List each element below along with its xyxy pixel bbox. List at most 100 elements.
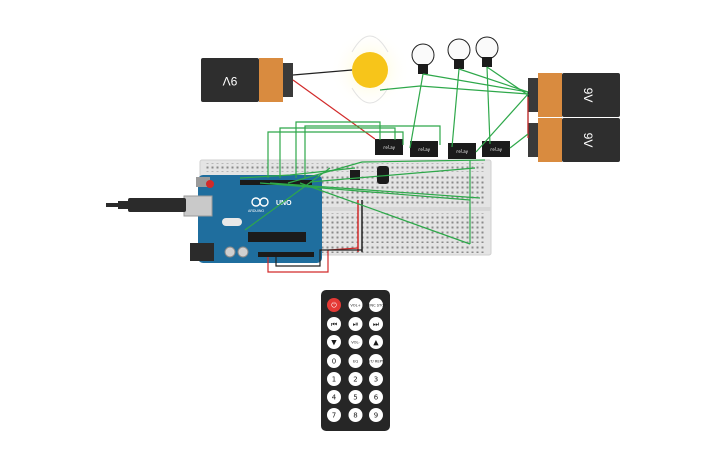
remote-button-up-label: ▲ <box>373 339 379 347</box>
remote-button-rewind-label: ⏮ <box>331 321 337 329</box>
remote-button-vol-down-shape[interactable] <box>348 335 363 349</box>
remote-button-down-label: ▼ <box>331 339 337 347</box>
remote-button-fast-forward-shape[interactable] <box>369 317 383 331</box>
relay-3-label: relay <box>456 149 469 154</box>
remote-buttons: ⏻ VOL+ FUNC STOP ⏮ ⏯ ⏭ ▼ VOL- ▲ 0 EQ ST/ REPT 1 2 3 4 5 6… <box>327 298 387 422</box>
remote-button-6[interactable]: 6 <box>369 390 383 404</box>
relay-1-label: relay <box>383 145 396 150</box>
battery-left[interactable]: 9V <box>201 58 293 102</box>
power-jack <box>190 243 214 261</box>
crystal-oscillator <box>222 218 242 226</box>
remote-button-4-label: 4 <box>332 394 337 402</box>
remote-button-func-stop-shape[interactable] <box>369 298 383 312</box>
remote-button-eq-label: EQ <box>353 360 358 364</box>
relay-2[interactable]: relay <box>410 141 438 157</box>
remote-button-fast-forward[interactable]: ⏭ <box>369 317 383 331</box>
remote-button-0-shape[interactable] <box>327 354 341 368</box>
remote-button-func-stop[interactable]: FUNC STOP <box>366 298 387 312</box>
battery-left-label: 9V <box>223 74 238 88</box>
remote-button-1-label: 1 <box>332 376 336 384</box>
remote-button-power-label: ⏻ <box>331 302 337 310</box>
relay-4-label: relay <box>490 147 503 152</box>
remote-button-4-shape[interactable] <box>327 390 341 404</box>
remote-button-7-shape[interactable] <box>327 408 341 422</box>
remote-button-rewind-shape[interactable] <box>327 317 341 331</box>
relay-1[interactable]: relay <box>375 139 403 155</box>
reset-button-housing <box>196 177 210 187</box>
remote-button-5-shape[interactable] <box>348 390 363 404</box>
battery-right-bottom[interactable]: 9V <box>528 118 620 162</box>
remote-button-2[interactable]: 2 <box>348 372 363 386</box>
remote-button-0[interactable]: 0 <box>327 354 341 368</box>
remote-button-0-label: 0 <box>332 358 336 366</box>
arduino-logo <box>251 197 269 207</box>
relay-2-label: relay <box>418 147 431 152</box>
relay-4[interactable]: relay <box>482 141 510 157</box>
remote-button-vol-down-label: VOL- <box>351 341 360 345</box>
remote-button-eq[interactable]: EQ <box>348 354 363 368</box>
remote-button-3-label: 3 <box>374 376 378 384</box>
remote-button-vol-up[interactable]: VOL+ <box>348 298 363 312</box>
remote-button-8-label: 8 <box>353 412 357 420</box>
remote-button-eq-shape[interactable] <box>348 354 363 368</box>
battery-right-bottom-label: 9V <box>581 133 595 148</box>
remote-button-9-label: 9 <box>374 412 378 420</box>
remote-button-vol-up-label: VOL+ <box>350 304 360 308</box>
relay-3[interactable]: relay <box>448 143 476 159</box>
reset-button[interactable] <box>206 180 214 188</box>
remote-button-play-pause-shape[interactable] <box>348 317 363 331</box>
remote-button-rewind[interactable]: ⏮ <box>327 317 341 331</box>
remote-button-2-shape[interactable] <box>348 372 363 386</box>
remote-button-1-shape[interactable] <box>327 372 341 386</box>
battery-right-top[interactable]: 9V <box>528 73 620 117</box>
remote-button-8-shape[interactable] <box>348 408 363 422</box>
remote-button-7-label: 7 <box>332 412 336 420</box>
remote-button-8[interactable]: 8 <box>348 408 363 422</box>
remote-button-5[interactable]: 5 <box>348 390 363 404</box>
remote-button-st-rept-shape[interactable] <box>369 354 383 368</box>
remote-button-power-shape[interactable] <box>327 298 341 312</box>
remote-button-func-stop-label: FUNC STOP <box>366 304 387 308</box>
digital-header <box>240 180 312 185</box>
power-analog-header <box>258 252 314 257</box>
atmega-chip <box>248 232 306 242</box>
wires <box>239 66 529 273</box>
bulb-lit[interactable] <box>330 30 410 110</box>
remote-button-1[interactable]: 1 <box>327 372 341 386</box>
board-name: UNO <box>276 200 292 207</box>
remote-button-fast-forward-label: ⏭ <box>373 321 380 329</box>
remote-button-vol-up-shape[interactable] <box>348 298 363 312</box>
remote-button-7[interactable]: 7 <box>327 408 341 422</box>
remote-button-play-pause-label: ⏯ <box>353 321 359 329</box>
ir-receiver[interactable] <box>350 170 360 180</box>
remote-button-st-rept[interactable]: ST/ REPT <box>368 354 385 368</box>
remote-button-3-shape[interactable] <box>369 372 383 386</box>
capacitor-1 <box>224 246 236 258</box>
remote-button-6-label: 6 <box>374 394 379 402</box>
remote-button-up-shape[interactable] <box>369 335 383 349</box>
bulb-2[interactable] <box>447 38 471 69</box>
bulb-1[interactable] <box>411 43 435 74</box>
remote-button-3[interactable]: 3 <box>369 372 383 386</box>
remote-button-6-shape[interactable] <box>369 390 383 404</box>
remote-button-down-shape[interactable] <box>327 335 341 349</box>
remote-button-5-label: 5 <box>353 394 357 402</box>
remote-button-down[interactable]: ▼ <box>327 335 341 349</box>
remote-button-9[interactable]: 9 <box>369 408 383 422</box>
usb-cable <box>106 198 186 212</box>
remote-button-up[interactable]: ▲ <box>369 335 383 349</box>
remote-button-2-label: 2 <box>353 376 357 384</box>
bulb-3[interactable] <box>475 36 499 67</box>
electrolytic-capacitor[interactable] <box>377 166 389 184</box>
remote-button-st-rept-label: ST/ REPT <box>368 360 385 364</box>
remote-button-9-shape[interactable] <box>369 408 383 422</box>
usb-connector <box>183 195 213 217</box>
battery-right-top-label: 9V <box>581 88 595 103</box>
board-brand: ARDUINO <box>248 209 264 213</box>
remote-button-4[interactable]: 4 <box>327 390 341 404</box>
capacitor-2 <box>237 246 249 258</box>
remote-button-vol-down[interactable]: VOL- <box>348 335 363 349</box>
remote-button-power[interactable]: ⏻ <box>327 298 341 312</box>
remote-button-play-pause[interactable]: ⏯ <box>348 317 363 331</box>
